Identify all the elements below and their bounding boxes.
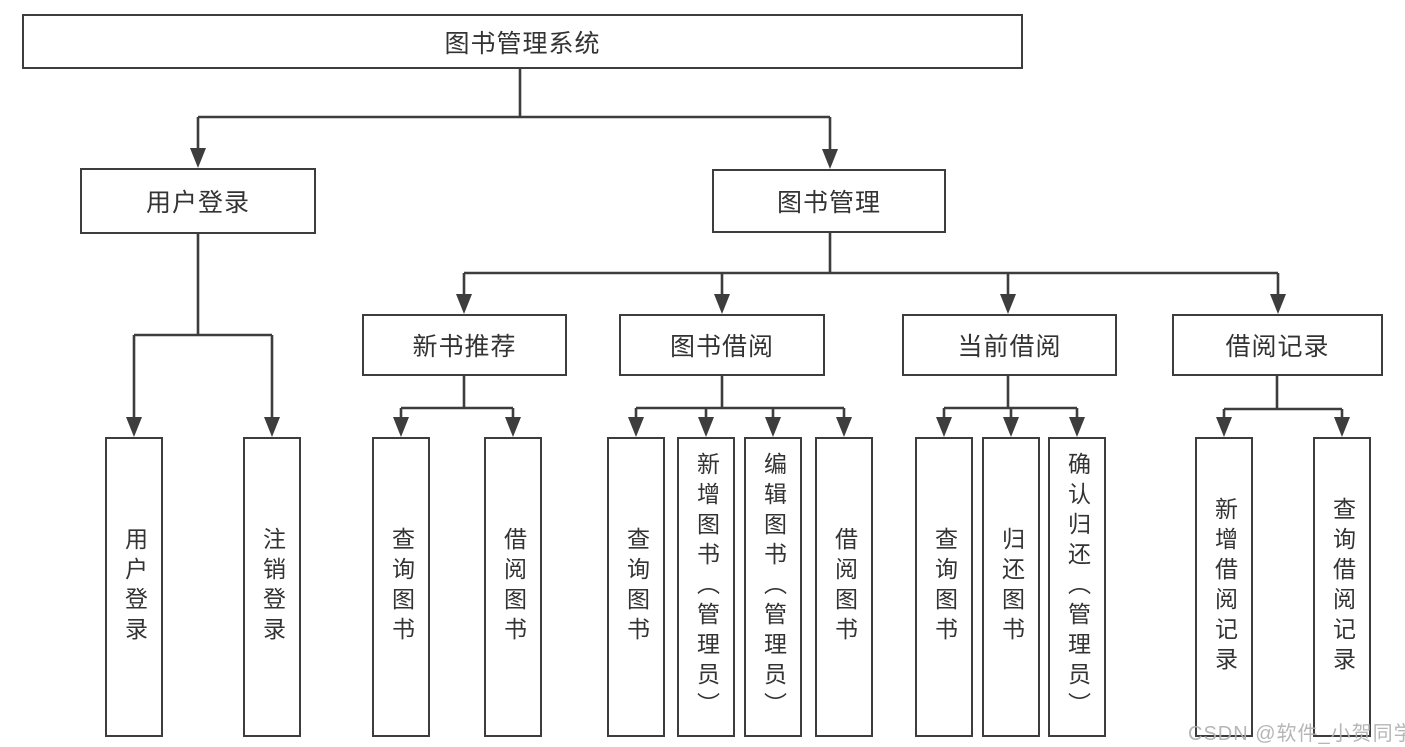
- leaf-current-query-book: 查询图书: [915, 437, 973, 737]
- node-borrow-record: 借阅记录: [1172, 314, 1383, 376]
- leaf-return-book-label: 归还图书: [998, 527, 1025, 647]
- leaf-user-login: 用户登录: [105, 437, 163, 737]
- leaf-return-book: 归还图书: [982, 437, 1040, 737]
- node-book-management: 图书管理: [712, 169, 946, 233]
- node-current-borrow: 当前借阅: [902, 314, 1117, 376]
- node-user-login: 用户登录: [80, 168, 316, 234]
- connector-book-borrow-children: [628, 376, 852, 437]
- node-book-borrow-label: 图书借阅: [669, 333, 774, 361]
- leaf-query-borrow-record-label: 查询借阅记录: [1329, 497, 1356, 677]
- node-user-login-label: 用户登录: [145, 189, 250, 217]
- leaf-confirm-return-admin: 确认归还（管理员）: [1048, 437, 1106, 737]
- leaf-edit-book-admin: 编辑图书（管理员）: [744, 437, 802, 737]
- node-borrow-record-label: 借阅记录: [1225, 333, 1330, 361]
- leaf-edit-book-admin-label: 编辑图书（管理员）: [760, 452, 787, 722]
- node-new-book-recommend: 新书推荐: [362, 314, 567, 376]
- leaf-logout-label: 注销登录: [259, 527, 286, 647]
- connector-current-borrow-children: [936, 376, 1085, 437]
- csdn-watermark: CSDN @软件_小贺同学: [1188, 723, 1405, 745]
- node-book-management-label: 图书管理: [776, 189, 881, 217]
- leaf-add-borrow-record-label: 新增借阅记录: [1211, 497, 1238, 677]
- leaf-add-book-admin-label: 新增图书（管理员）: [693, 452, 720, 722]
- node-root-label: 图书管理系统: [444, 29, 601, 58]
- connector-new-book-recommend-children: [393, 376, 521, 437]
- connector-book-management-children: [456, 233, 1286, 314]
- leaf-recommend-borrow-book-label: 借阅图书: [500, 527, 527, 647]
- leaf-query-borrow-record: 查询借阅记录: [1313, 437, 1371, 737]
- leaf-borrow-query-book-label: 查询图书: [623, 527, 650, 647]
- connector-user-login-children: [126, 234, 280, 437]
- leaf-borrow-book-label: 借阅图书: [831, 527, 858, 647]
- node-current-borrow-label: 当前借阅: [957, 333, 1062, 361]
- leaf-current-query-book-label: 查询图书: [931, 527, 958, 647]
- leaf-recommend-query-book: 查询图书: [372, 437, 430, 737]
- leaf-borrow-query-book: 查询图书: [607, 437, 665, 737]
- node-book-borrow: 图书借阅: [619, 314, 825, 376]
- leaf-add-book-admin: 新增图书（管理员）: [677, 437, 735, 737]
- connector-borrow-record-children: [1216, 376, 1350, 437]
- leaf-logout: 注销登录: [243, 437, 301, 737]
- leaf-borrow-book: 借阅图书: [815, 437, 873, 737]
- node-root-system: 图书管理系统: [22, 14, 1023, 69]
- leaf-recommend-query-book-label: 查询图书: [388, 527, 415, 647]
- leaf-recommend-borrow-book: 借阅图书: [484, 437, 542, 737]
- leaf-add-borrow-record: 新增借阅记录: [1195, 437, 1253, 737]
- node-new-book-recommend-label: 新书推荐: [412, 333, 517, 361]
- leaf-confirm-return-admin-label: 确认归还（管理员）: [1064, 452, 1091, 722]
- connector-root-to-level2: [190, 69, 838, 169]
- leaf-user-login-label: 用户登录: [121, 527, 148, 647]
